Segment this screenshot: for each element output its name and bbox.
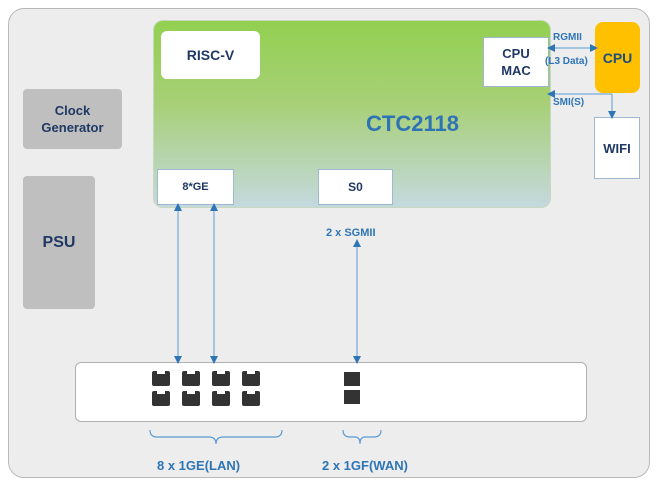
risc-v-core: RISC-V	[161, 31, 260, 79]
risc-v-label: RISC-V	[186, 47, 235, 63]
lan-port-icon	[182, 390, 200, 406]
lan-port-icon	[152, 370, 170, 386]
wan-port-icon	[344, 390, 360, 404]
wan-brace	[342, 429, 382, 445]
lan-label: 8 x 1GE(LAN)	[157, 458, 241, 473]
lan-brace	[149, 429, 283, 445]
lan-port-icon	[212, 370, 230, 386]
lan-port-icon	[242, 390, 260, 406]
wifi-module: WIFI	[594, 117, 640, 179]
clock-line1: Clock	[54, 103, 91, 118]
psu-block: PSU	[23, 176, 95, 309]
chip-name: CTC2118	[366, 111, 459, 136]
lan-port-icon	[242, 370, 260, 386]
ge-label: 8*GE	[182, 181, 209, 193]
wan-port-icon	[344, 372, 360, 386]
clock-generator: Clock Generator	[23, 89, 122, 149]
sgmii-label: 2 x SGMII	[326, 227, 376, 239]
wan-label: 2 x 1GF(WAN)	[322, 458, 408, 473]
external-cpu: CPU	[595, 22, 640, 93]
psu-label: PSU	[42, 233, 76, 251]
clock-line2: Generator	[41, 120, 104, 135]
lan-port-icon	[212, 390, 230, 406]
smi-label: SMI(S)	[553, 97, 585, 108]
cpu-mac-line2: MAC	[501, 63, 531, 78]
cpu-mac-block: CPU MAC	[483, 37, 549, 87]
s0-label: S0	[348, 180, 363, 194]
cpu-mac-line1: CPU	[502, 46, 530, 61]
cpu-label: CPU	[602, 49, 633, 66]
ge-interface-block: 8*GE	[157, 169, 234, 205]
rgmii-label: RGMII	[553, 32, 582, 43]
lan-port-icon	[182, 370, 200, 386]
s0-interface-block: S0	[318, 169, 393, 205]
wifi-label: WIFI	[603, 140, 631, 156]
lan-port-icon	[152, 390, 170, 406]
l3data-label: (L3 Data)	[545, 56, 588, 67]
